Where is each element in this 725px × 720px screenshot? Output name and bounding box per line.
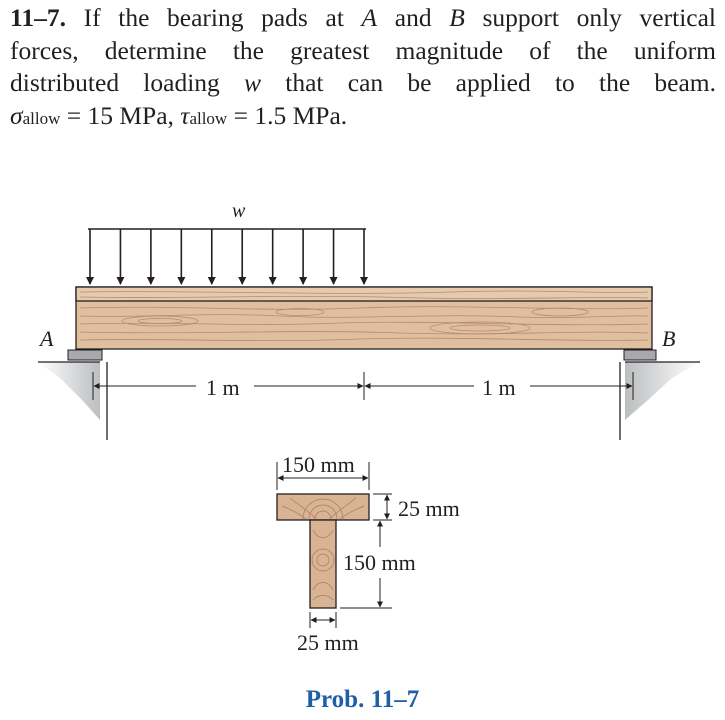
span-1-label: 1 m <box>206 375 240 400</box>
support-a: A <box>38 326 108 440</box>
support-a-label: A <box>38 326 54 351</box>
distributed-load: w <box>86 200 368 285</box>
section-web <box>309 519 337 609</box>
bearing-pad-a <box>67 349 103 361</box>
span-2-label: 1 m <box>482 375 516 400</box>
problem-statement: 11–7. If the bearing pads at A and B sup… <box>10 2 716 135</box>
section-grain <box>281 497 365 601</box>
variable-b: B <box>449 3 465 32</box>
tau-value: = 1.5 MPa. <box>233 100 348 130</box>
beam-flange <box>75 286 653 302</box>
beam <box>75 286 653 350</box>
problem-line-2: forces, determine the greatest magnitude… <box>10 35 716 65</box>
support-b: B <box>619 326 700 440</box>
flange-width-label: 150 mm <box>282 452 355 477</box>
text-segment: If the bearing pads at <box>83 3 344 32</box>
ground-a <box>38 362 100 420</box>
variable-w: w <box>244 68 262 97</box>
tau-symbol: τ <box>180 100 190 130</box>
variable-a: A <box>361 3 378 32</box>
web-thickness-label: 25 mm <box>297 630 359 655</box>
support-b-label: B <box>662 326 675 351</box>
cross-section: 150 mm 25 mm 150 mm 25 mm <box>276 452 460 655</box>
ground-b <box>625 362 700 420</box>
problem-line-1: 11–7. If the bearing pads at A and B sup… <box>10 2 716 35</box>
text-segment: support only vertical <box>482 3 717 32</box>
problem-number: 11–7. <box>10 3 66 32</box>
text-segment: distributed loading <box>10 68 220 97</box>
load-label: w <box>232 200 246 222</box>
sigma-symbol: σ <box>10 100 23 130</box>
web-height-label: 150 mm <box>343 550 416 575</box>
bearing-pad-b <box>623 349 657 361</box>
problem-line-3: distributed loading w that can be applie… <box>10 67 716 100</box>
wood-grain <box>79 290 649 342</box>
figure-caption: Prob. 11–7 <box>305 686 420 713</box>
span-dimensions: 1 m 1 m <box>92 372 634 400</box>
tau-subscript: allow <box>189 108 228 128</box>
section-flange <box>276 493 370 521</box>
sigma-value: = 15 MPa, <box>66 100 174 130</box>
text-segment: and <box>394 3 432 32</box>
text-segment: that can be applied to the beam. <box>285 68 716 97</box>
flange-thickness-label: 25 mm <box>398 496 460 521</box>
sigma-subscript: allow <box>22 108 61 128</box>
problem-line-4: σallow = 15 MPa, τallow = 1.5 MPa. <box>10 100 716 136</box>
